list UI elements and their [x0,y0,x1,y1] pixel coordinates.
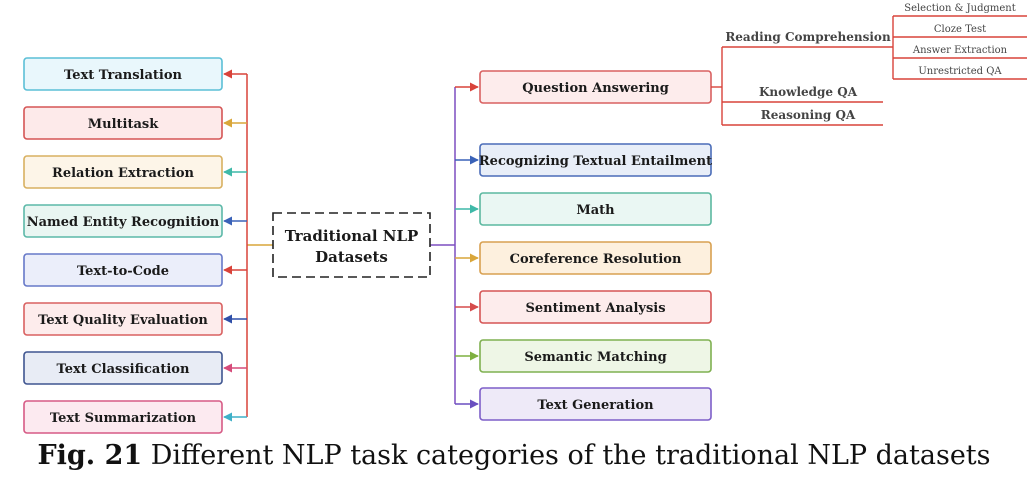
rc-leaf-label: Cloze Test [934,24,986,35]
left-task-label: Text Translation [64,68,182,83]
left-task-label: Named Entity Recognition [27,215,220,230]
left-task-node: Text Summarization [23,400,223,434]
qa-branch-label: Knowledge QA [759,85,858,99]
left-task-box [23,351,223,385]
right-task-node: Text Generation [479,387,712,421]
left-task-box [23,302,223,336]
left-task-node: Text Translation [23,57,223,91]
connectors [223,69,479,422]
center-node: Traditional NLP Datasets [272,212,431,278]
right-task-box [479,290,712,324]
right-task-box [479,387,712,421]
right-task-label: Text Generation [537,398,654,413]
left-task-node: Multitask [23,106,223,140]
right-task-label: Recognizing Textual Entailment [479,154,712,169]
left-task-node: Relation Extraction [23,155,223,189]
left-task-box [23,400,223,434]
center-label-line1: Traditional NLP [285,227,419,245]
left-task-box [23,106,223,140]
right-task-box [479,143,712,177]
left-task-box [23,253,223,287]
nlp-datasets-diagram: Traditional NLP Datasets Text Translatio… [23,3,1027,434]
right-task-node: Recognizing Textual Entailment [479,143,712,177]
right-task-box [479,241,712,275]
left-task-box [23,155,223,189]
left-task-label: Text Summarization [50,411,197,426]
left-task-node: Text Quality Evaluation [23,302,223,336]
right-task-node: Coreference Resolution [479,241,712,275]
qa-branch-label: Reading Comprehension [725,30,891,44]
rc-leaf-label: Answer Extraction [912,45,1008,56]
left-task-box [23,57,223,91]
right-task-node: Semantic Matching [479,339,712,373]
right-task-box [479,339,712,373]
right-task-node: Question Answering [479,70,712,104]
right-task-label: Math [576,203,615,218]
figure-caption: Fig. 21 Different NLP task categories of… [0,440,1028,471]
left-task-box [23,204,223,238]
left-task-label: Relation Extraction [52,166,194,181]
left-task-node: Named Entity Recognition [23,204,223,238]
left-task-label: Text Quality Evaluation [38,313,208,328]
figure-label: Fig. 21 [37,440,143,471]
right-task-label: Coreference Resolution [510,252,682,267]
right-task-label: Sentiment Analysis [525,301,665,316]
qa-branch-label: Reasoning QA [761,108,856,122]
right-task-box [479,192,712,226]
left-task-label: Text-to-Code [77,264,169,279]
right-task-label: Question Answering [522,81,669,96]
left-task-label: Multitask [88,117,159,132]
right-task-node: Math [479,192,712,226]
rc-leaf-label: Unrestricted QA [918,66,1002,77]
caption-text: Different NLP task categories of the tra… [142,440,991,471]
left-task-node: Text Classification [23,351,223,385]
left-task-node: Text-to-Code [23,253,223,287]
rc-leaf-label: Selection & Judgment [904,3,1016,14]
right-task-label: Semantic Matching [524,350,666,365]
center-label-line2: Datasets [315,248,388,266]
left-task-label: Text Classification [57,362,190,377]
right-task-node: Sentiment Analysis [479,290,712,324]
